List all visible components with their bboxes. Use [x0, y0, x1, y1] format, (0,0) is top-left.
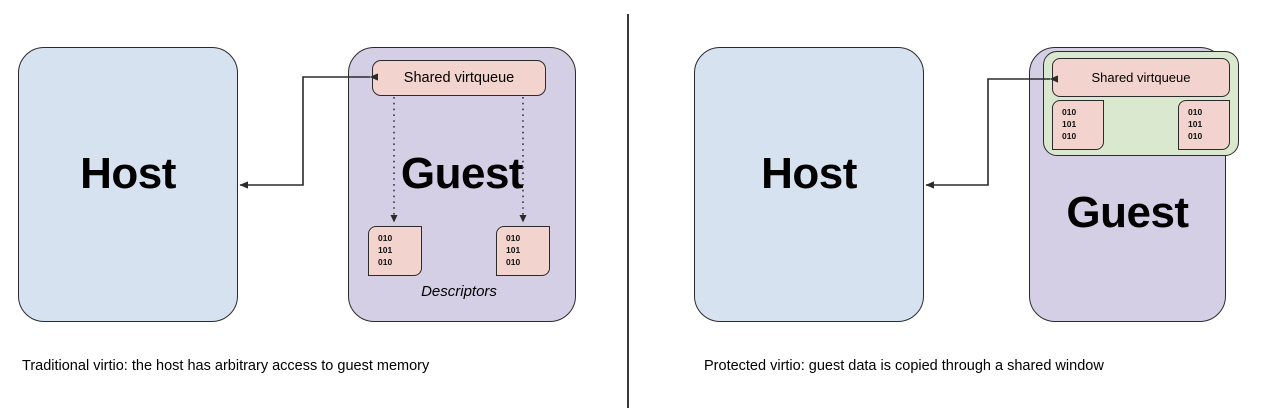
shared-virtqueue-label-protected: Shared virtqueue: [1091, 70, 1191, 85]
guest-label-traditional: Guest: [400, 149, 524, 198]
descriptor-line: 010: [506, 233, 521, 244]
host-label-traditional: Host: [80, 149, 176, 198]
descriptor-line: 101: [378, 245, 393, 256]
descriptor-line: 010: [1188, 130, 1203, 141]
descriptor-box[interactable]: 010 101 010: [368, 226, 422, 276]
descriptor-line: 010: [1188, 107, 1203, 118]
descriptor-line: 010: [1062, 130, 1077, 141]
descriptor-line: 010: [378, 256, 393, 267]
panel-divider: [627, 14, 629, 408]
descriptor-line: 101: [506, 245, 521, 256]
shared-virtqueue-label-traditional: Shared virtqueue: [403, 70, 515, 86]
descriptor-line: 010: [378, 233, 393, 244]
descriptor-box[interactable]: 010 101 010: [1178, 100, 1230, 150]
host-box-traditional[interactable]: Host: [18, 47, 238, 322]
caption-traditional: Traditional virtio: the host has arbitra…: [22, 358, 430, 374]
host-label-protected: Host: [761, 149, 857, 198]
descriptor-line: 101: [1188, 119, 1203, 130]
shared-virtqueue-traditional[interactable]: Shared virtqueue: [372, 60, 546, 96]
host-box-protected[interactable]: Host: [694, 47, 924, 322]
descriptor-box[interactable]: 010 101 010: [1052, 100, 1104, 150]
descriptor-line: 010: [506, 256, 521, 267]
caption-protected: Protected virtio: guest data is copied t…: [704, 358, 1104, 374]
descriptor-line: 010: [1062, 107, 1077, 118]
shared-virtqueue-protected[interactable]: Shared virtqueue: [1052, 58, 1230, 97]
guest-label-protected: Guest: [1066, 188, 1189, 237]
descriptors-label-traditional: Descriptors: [421, 283, 497, 300]
descriptor-line: 101: [1062, 119, 1077, 130]
descriptor-box[interactable]: 010 101 010: [496, 226, 550, 276]
